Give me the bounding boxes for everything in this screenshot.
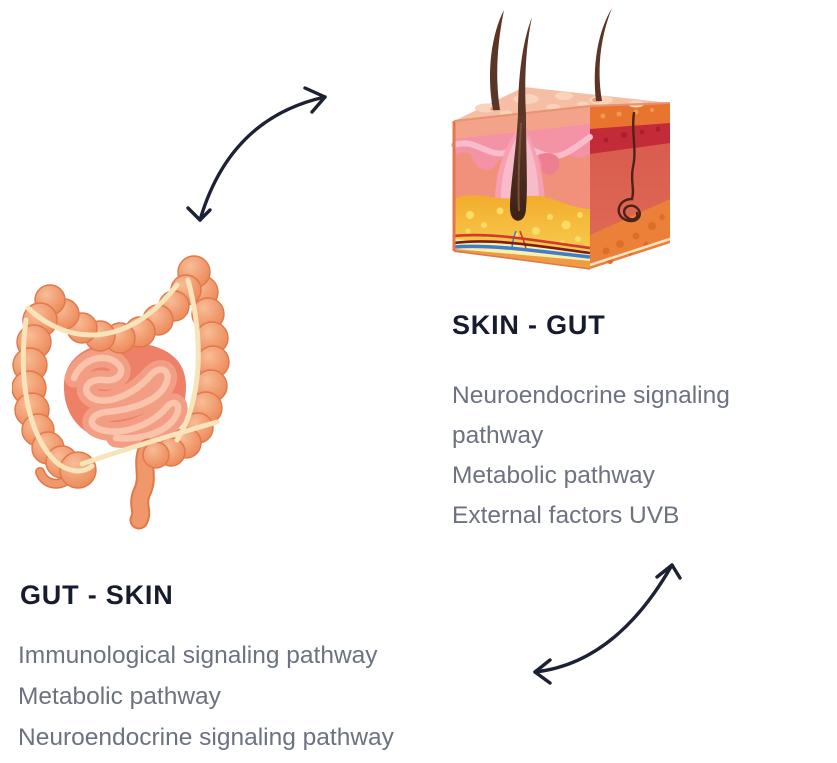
deep-vessel-icon xyxy=(453,240,591,255)
skin-gut-title: SKIN - GUT xyxy=(452,310,606,340)
gut-skin-double-arrow-top xyxy=(186,86,327,222)
pathway-item: Metabolic pathway xyxy=(18,683,221,710)
arrowhead-up-icon xyxy=(655,563,682,580)
skin-top-face xyxy=(453,87,671,122)
pathway-item: Metabolic pathway xyxy=(452,462,655,489)
arrowhead-left-icon xyxy=(533,658,552,685)
skin-cross-section-illustration xyxy=(451,8,671,270)
gut-skin-pathway-list: Immunological signaling pathway Metaboli… xyxy=(18,635,598,758)
artery-icon xyxy=(453,233,591,250)
small-intestine xyxy=(63,342,188,448)
pathway-item: Immunological signaling pathway xyxy=(18,642,378,669)
sweat-gland-icon xyxy=(617,111,641,223)
hair-icon xyxy=(490,8,612,116)
skin-gut-pathway-list: Neuroendocrine signaling pathway Metabol… xyxy=(452,376,824,536)
skin-front-face xyxy=(451,106,593,270)
arrowhead-down-icon xyxy=(186,206,212,222)
gut-intestines-illustration xyxy=(12,255,230,530)
gut-skin-title: GUT - SKIN xyxy=(20,580,174,610)
skin-gut-double-arrow-bottom xyxy=(533,563,682,685)
pathway-item: Neuroendocrine signaling pathway xyxy=(18,724,394,751)
capillary-red-icon xyxy=(519,230,527,250)
skin-side-face xyxy=(589,103,671,269)
large-intestine xyxy=(12,255,230,489)
mesentery-band xyxy=(20,277,220,474)
pathway-item: Neuroendocrine signaling pathway xyxy=(452,382,730,449)
vein-icon xyxy=(453,244,591,259)
arrowhead-right-icon xyxy=(303,86,327,114)
pathway-item: External factors UVB xyxy=(452,502,680,529)
